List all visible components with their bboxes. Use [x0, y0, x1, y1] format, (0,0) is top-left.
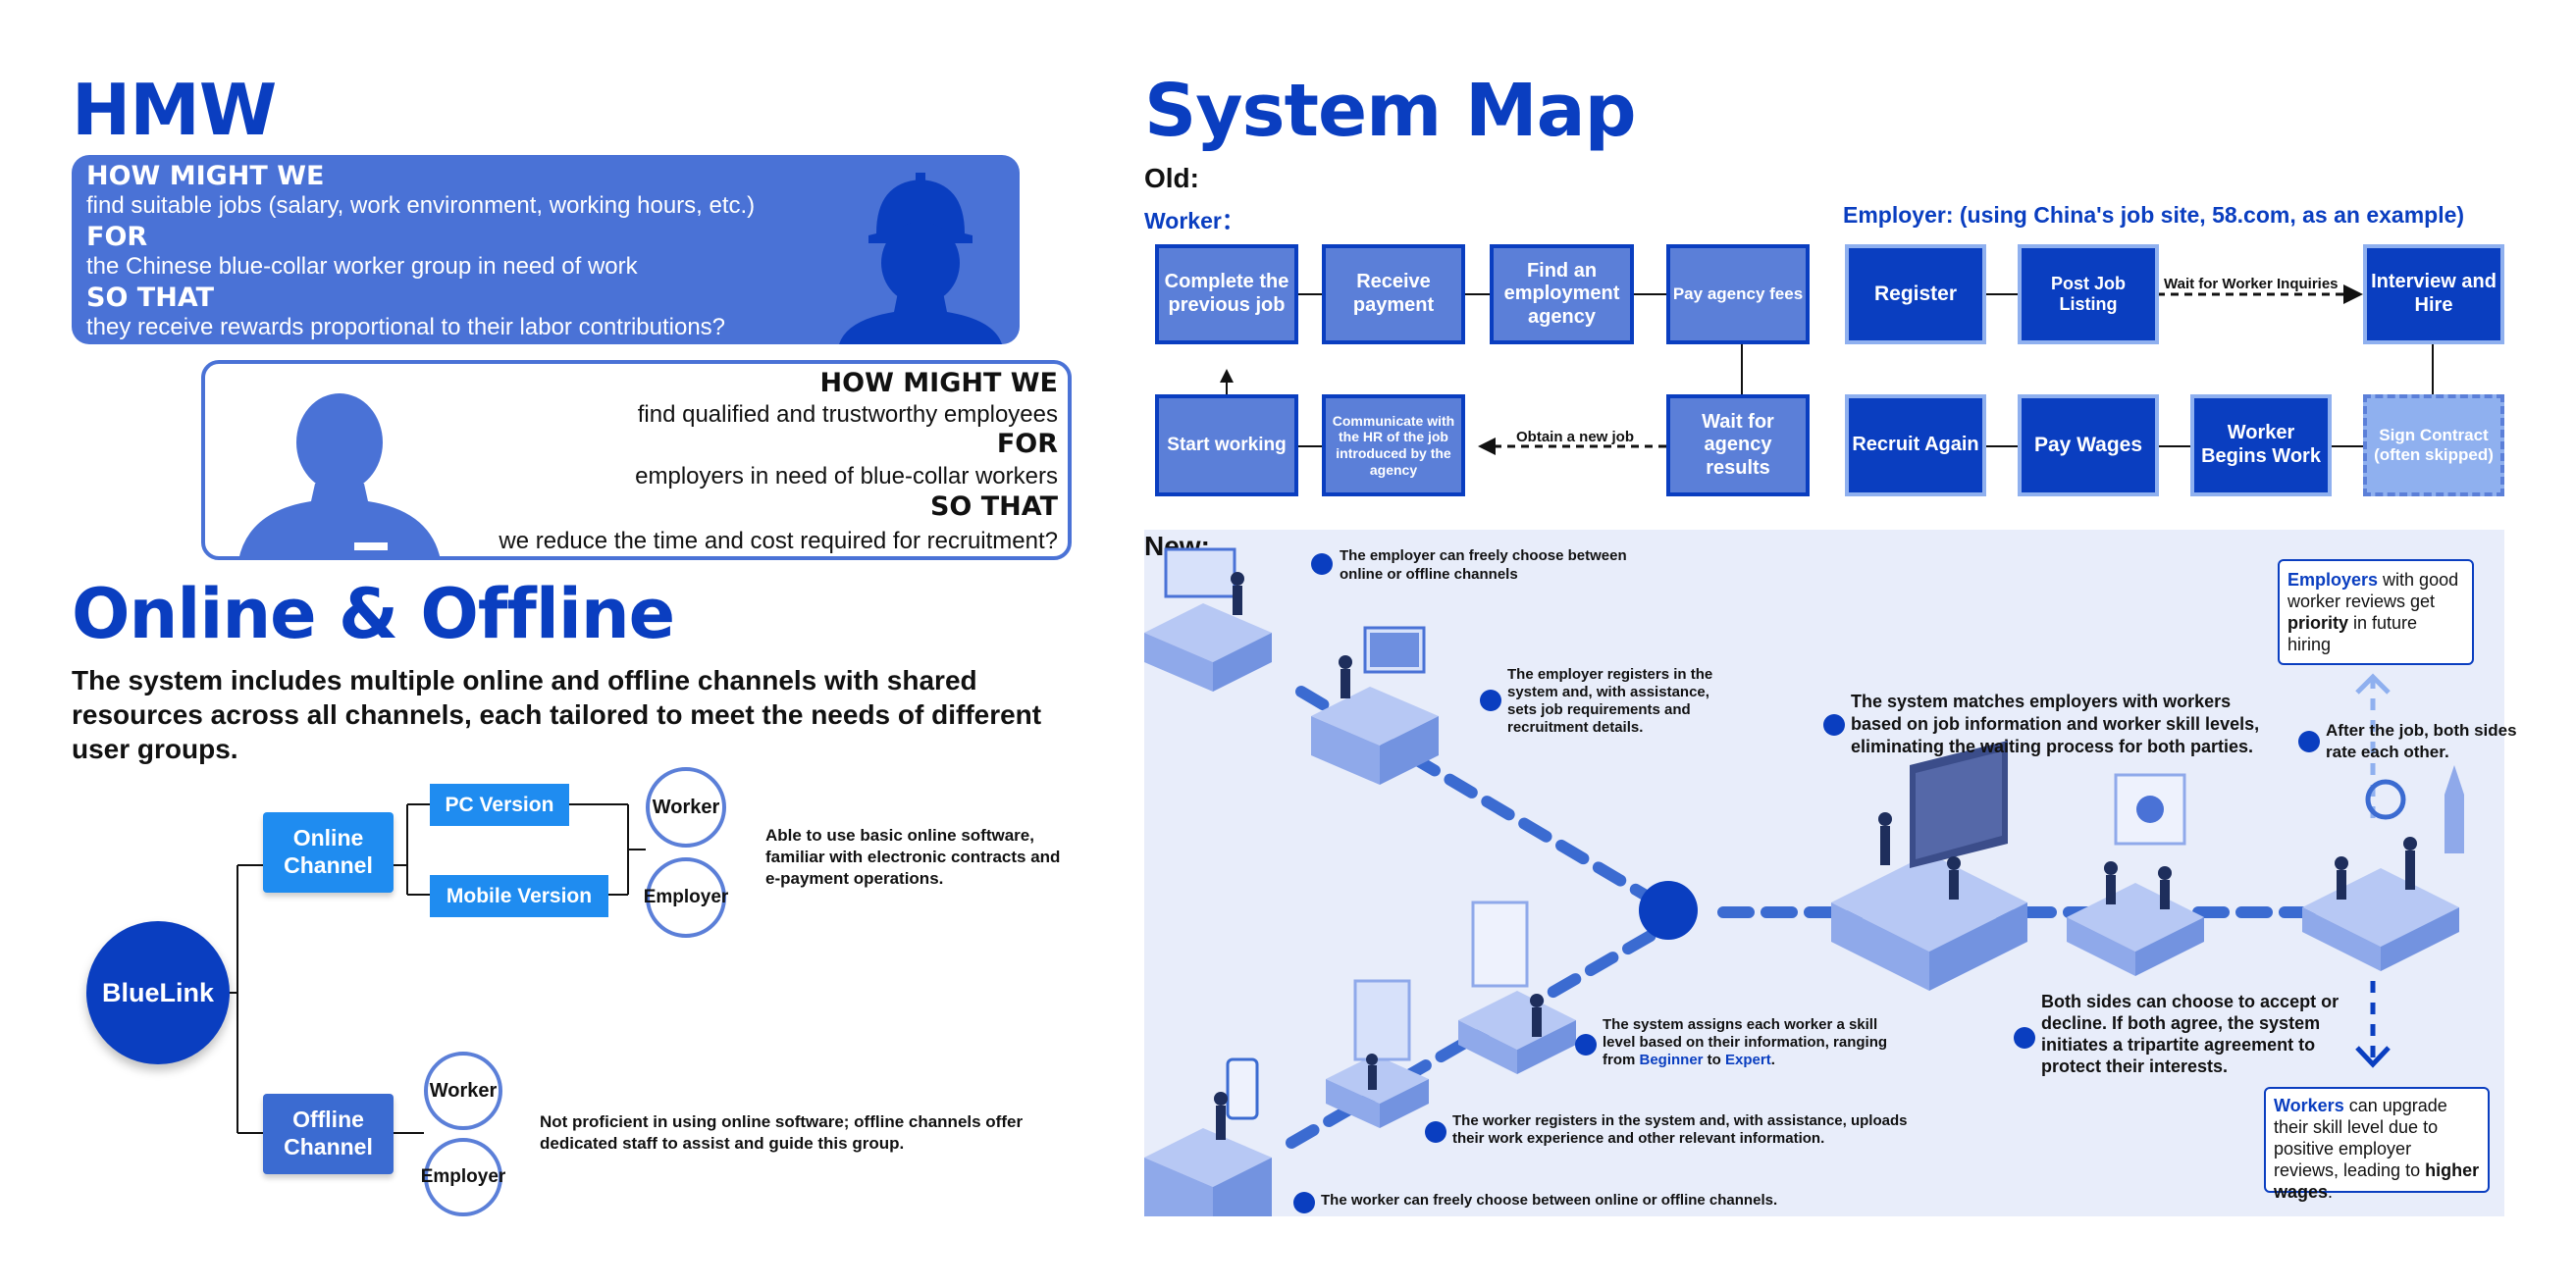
hmw-card2-head1: HOW MIGHT WE [819, 368, 1058, 398]
note-dot-7 [2014, 1027, 2035, 1049]
pay-agency-fees-box: Pay agency fees [1666, 244, 1810, 344]
employers-text: Employers [2287, 570, 2379, 590]
start-working-box: Start working [1155, 394, 1298, 496]
obtain-job-label: Obtain a new job [1516, 429, 1635, 445]
workers-text: Workers [2274, 1096, 2344, 1115]
worker-flow-label: Worker： [1144, 208, 1244, 233]
employers-text-3: in future hiring [2287, 613, 2418, 654]
workers-text-3: . [2328, 1182, 2334, 1202]
hmw-card-worker: HOW MIGHT WE find suitable jobs (salary,… [72, 155, 1020, 344]
workers-text-2: can upgrade their skill level due to pos… [2274, 1096, 2447, 1180]
employer-silhouette-icon [238, 393, 441, 560]
offline-employer-node: Employer [421, 1138, 505, 1216]
online-worker-node: Worker [646, 767, 726, 848]
bluelink-root-node: BlueLink [86, 921, 230, 1064]
worker-upgrade-callout: Workers can upgrade their skill level du… [2264, 1087, 2490, 1202]
offline-channel-node: Offline Channel [263, 1094, 394, 1174]
online-channel-node: Online Channel [263, 812, 394, 893]
channel-tree-lines [229, 803, 646, 1134]
hmw-card2-head3: SO THAT [929, 491, 1058, 522]
mobile-version-node: Mobile Version [430, 875, 608, 917]
hmw-card1-head3: SO THAT [86, 283, 215, 313]
note-dot-3 [1823, 714, 1845, 736]
hmw-card1-line1: find suitable jobs (salary, work environ… [86, 192, 756, 219]
pc-version-node: PC Version [430, 784, 569, 826]
accept-decline-note: Both sides can choose to accept or decli… [2041, 992, 2339, 1076]
old-label: Old: [1144, 163, 1199, 193]
old-flow-connectors [1220, 284, 2434, 455]
worker-silhouette-icon [839, 173, 1002, 344]
note-dot-8 [1425, 1121, 1446, 1143]
communicate-hr-box: Communicate with the HR of the job intro… [1322, 394, 1465, 496]
rate-each-other-note: After the job, both sides rate each othe… [2326, 721, 2517, 761]
system-match-note: The system matches employers with worker… [1851, 692, 2260, 756]
beginner-text: Beginner [1639, 1052, 1704, 1068]
wait-agency-results-box: Wait for agency results [1666, 394, 1810, 496]
hmw-card2-line1: find qualified and trustworthy employees [637, 401, 1058, 428]
hmw-card-employer: HOW MIGHT WE find qualified and trustwor… [201, 360, 1072, 560]
worker-begins-work-box: Worker Begins Work [2190, 394, 2332, 496]
worker-register-note: The worker registers in the system and, … [1452, 1112, 1908, 1147]
register-box: Register [1845, 244, 1986, 344]
note-dot-2 [1480, 690, 1501, 711]
note-dot-6 [1575, 1034, 1597, 1056]
hmw-card1-head1: HOW MIGHT WE [86, 161, 325, 191]
online-note: Able to use basic online software, famil… [765, 826, 1061, 888]
pay-wages-box: Pay Wages [2018, 394, 2159, 496]
employer-channel-note: The employer can freely choose between o… [1340, 547, 1627, 583]
offline-worker-node: Worker [424, 1052, 502, 1130]
online-offline-title: Online & Offline [72, 574, 675, 654]
find-agency-box: Find an employment agency [1490, 244, 1634, 344]
online-employer-node: Employer [644, 857, 728, 938]
hmw-card2-head2: FOR [996, 429, 1058, 459]
period-text: . [1770, 1052, 1775, 1068]
higher-wages-text: higher wages [2274, 1160, 2480, 1202]
note-dot-1 [1311, 553, 1333, 575]
priority-text: priority [2287, 613, 2349, 633]
employer-register-note: The employer registers in the system and… [1507, 666, 1713, 736]
system-map-title: System Map [1144, 69, 1637, 153]
offline-note: Not proficient in using online software;… [540, 1112, 1024, 1153]
bluelink-label: BlueLink [101, 977, 214, 1007]
recruit-again-box: Recruit Again [1845, 394, 1986, 496]
hmw-title: HMW [72, 69, 277, 151]
expert-text: Expert [1725, 1052, 1771, 1068]
hmw-card1-line3: they receive rewards proportional to the… [86, 314, 726, 340]
complete-previous-job-box: Complete the previous job [1155, 244, 1298, 344]
post-job-listing-box: Post Job Listing [2018, 244, 2159, 344]
hmw-card1-head2: FOR [86, 222, 148, 252]
employer-priority-callout: Employers with good worker reviews get p… [2278, 559, 2474, 665]
employer-flow-label: Employer: (using China's job site, 58.co… [1843, 202, 2465, 228]
online-offline-description: The system includes multiple online and … [72, 665, 1042, 764]
hmw-card1-line2: the Chinese blue-collar worker group in … [86, 253, 638, 280]
interview-hire-box: Interview and Hire [2363, 244, 2504, 344]
new-system-illustration [1144, 547, 2464, 1216]
hmw-card2-line2: employers in need of blue-collar workers [635, 463, 1058, 489]
worker-channel-note: The worker can freely choose between onl… [1321, 1192, 1778, 1209]
employers-text-2: with good worker reviews get [2287, 570, 2459, 611]
receive-payment-box: Receive payment [1322, 244, 1465, 344]
note-dot-9 [1293, 1192, 1315, 1213]
wait-inquiries-label: Wait for Worker Inquiries [2164, 276, 2339, 292]
skill-level-note: The system assigns each worker a skill l… [1603, 1016, 1897, 1069]
note-dot-4 [2298, 731, 2320, 752]
to-text: to [1703, 1052, 1726, 1068]
sign-contract-box: Sign Contract (often skipped) [2363, 394, 2504, 496]
skill-level-text: The system assigns each worker a skill l… [1603, 1016, 1888, 1068]
hmw-card2-line3: we reduce the time and cost required for… [499, 528, 1058, 554]
